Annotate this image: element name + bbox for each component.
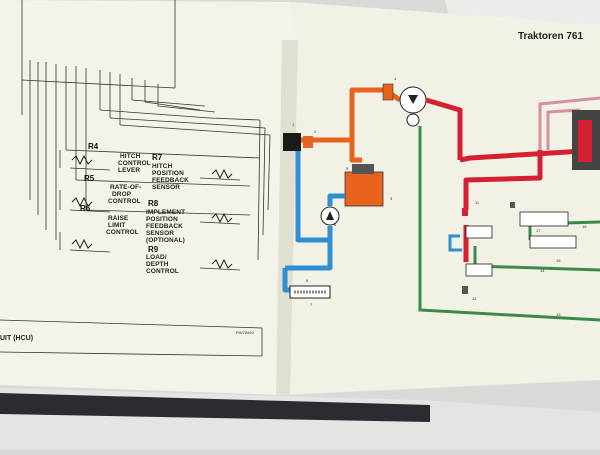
number-label: 1 — [292, 122, 295, 127]
main-valve — [519, 211, 569, 227]
resistor-r4: R4 HITCH CONTROL LEVER — [88, 142, 151, 174]
right-page — [282, 2, 600, 395]
r5-label-line: RATE-OF- — [110, 184, 141, 191]
resistor-symbols — [71, 154, 233, 270]
valve-icon — [406, 113, 420, 127]
r4-label-line: CONTROL — [118, 160, 151, 167]
resistor-r5: R5 RATE-OF- DROP CONTROL — [84, 174, 141, 205]
main-valve-lower — [529, 235, 577, 249]
left-page — [0, 0, 298, 395]
blue-line-right — [448, 234, 462, 252]
r5-id: R5 — [84, 174, 95, 183]
r4-label-line: LEVER — [118, 167, 140, 174]
number-label: 17 — [536, 228, 541, 233]
control-valve — [465, 225, 493, 239]
number-label: 8 — [334, 222, 337, 227]
r6-id: R6 — [80, 204, 91, 213]
number-label: 4 — [394, 76, 397, 81]
number-label: 2 — [314, 129, 317, 134]
r4-id: R4 — [88, 142, 99, 151]
cylinder-piston — [578, 120, 592, 162]
pump-arrow-icon — [326, 211, 334, 220]
r5-label-line: DROP — [112, 191, 132, 198]
resistor-r6: R6 RAISE LIMIT CONTROL — [80, 204, 139, 236]
number-label: 11 — [475, 200, 480, 205]
resistor-r9: R9 LOAD/ DEPTH CONTROL — [146, 245, 179, 275]
r9-id: R9 — [148, 245, 159, 254]
r9-label-line: CONTROL — [146, 268, 179, 275]
number-label: 3 — [390, 196, 393, 201]
number-label: 16 — [582, 224, 587, 229]
r8-id: R8 — [148, 199, 159, 208]
resistor-r7: R7 HITCH POSITION FEEDBACK SENSOR — [152, 153, 189, 191]
tank-cap — [352, 164, 374, 174]
number-label: 15 — [556, 258, 561, 263]
r7-label-line: POSITION — [152, 170, 184, 177]
wiring-diagram — [0, 0, 271, 357]
resistor-r8: R8 IMPLEMENT POSITION FEEDBACK SENSOR (O… — [146, 199, 185, 244]
ref-code: RW75069 — [236, 330, 254, 335]
r7-label-line: FEEDBACK — [152, 177, 189, 184]
filter-block — [283, 133, 301, 151]
reservoir-tank — [344, 171, 384, 207]
r9-label-line: LOAD/ — [146, 254, 167, 261]
number-label: 5 — [346, 166, 349, 171]
number-label: 6 — [306, 278, 309, 283]
orange-valve — [382, 83, 394, 101]
hcu-footer-label: UIT (HCU) — [0, 335, 33, 342]
r6-label-line: LIMIT — [108, 222, 125, 229]
r8-label-line: SENSOR — [146, 230, 174, 237]
r9-label-line: DEPTH — [146, 261, 169, 268]
grey-plug — [510, 202, 515, 208]
red-valve-plug — [462, 208, 468, 216]
r4-label-line: HITCH — [120, 153, 141, 160]
r5-label-line: CONTROL — [108, 198, 141, 205]
number-label: 12 — [472, 296, 477, 301]
motor-arrow-icon — [408, 95, 418, 104]
r8-label-line: IMPLEMENT — [146, 209, 185, 216]
book-binding — [0, 393, 430, 422]
number-label: 13 — [556, 312, 561, 317]
pink-line — [538, 96, 600, 150]
r7-label-line: HITCH — [152, 163, 173, 170]
r8-label-line: POSITION — [146, 216, 178, 223]
number-label: 14 — [540, 268, 545, 273]
control-valve — [465, 263, 493, 277]
filter-cap — [303, 136, 313, 148]
fold-shadow — [276, 40, 298, 395]
r7-label-line: SENSOR — [152, 184, 180, 191]
r6-label-line: RAISE — [108, 215, 129, 222]
hydraulic-number-labels: 1 2 3 4 5 6 7 8 11 12 13 14 15 16 17 — [292, 76, 587, 317]
page-title: Traktoren 761 — [518, 31, 583, 42]
r8-label-line: FEEDBACK — [146, 223, 183, 230]
r8-label-line: (OPTIONAL) — [146, 237, 185, 244]
number-label: 7 — [310, 302, 313, 307]
r6-label-line: CONTROL — [106, 229, 139, 236]
r7-id: R7 — [152, 153, 163, 162]
grey-valve-plug — [462, 286, 468, 294]
